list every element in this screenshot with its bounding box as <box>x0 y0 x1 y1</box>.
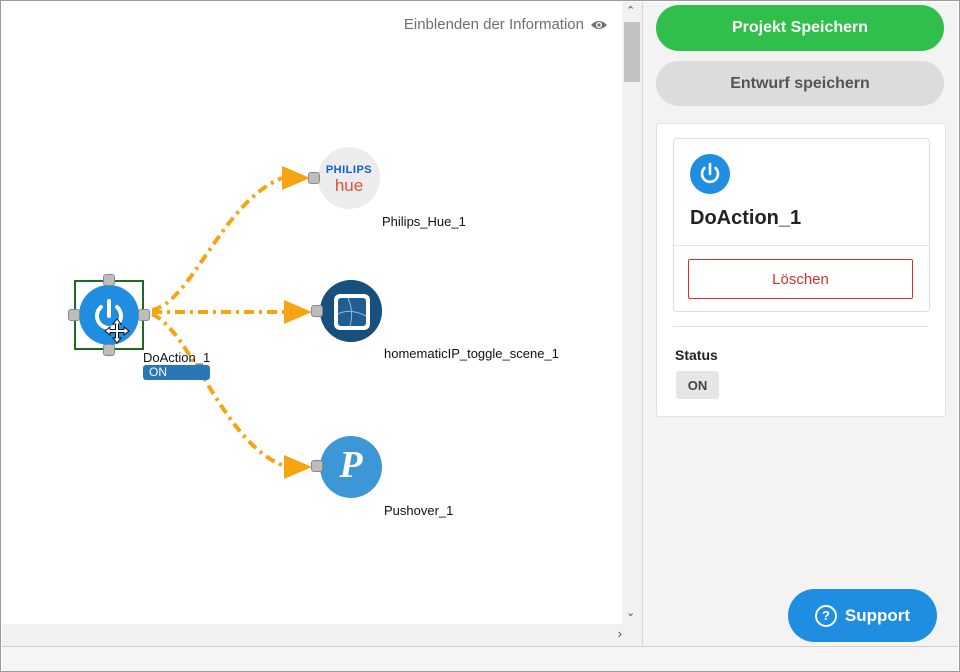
resize-handle-bottom[interactable] <box>103 344 115 356</box>
vertical-scrollbar[interactable]: ⌃ ⌄ <box>622 2 642 624</box>
move-cursor-icon <box>104 318 130 344</box>
save-project-button[interactable]: Projekt Speichern <box>656 5 944 51</box>
status-badge: ON <box>676 371 719 399</box>
philips-logo-text: PHILIPS <box>325 164 373 176</box>
selected-node-title: DoAction_1 <box>690 207 802 229</box>
node-properties-panel: DoAction_1 Löschen Status ON <box>656 123 946 417</box>
eye-icon <box>591 20 607 29</box>
homematic-input-port[interactable] <box>311 305 323 317</box>
scroll-up-icon[interactable]: ⌃ <box>626 5 636 17</box>
resize-handle-left[interactable] <box>68 309 80 321</box>
pushover-input-port[interactable] <box>311 460 323 472</box>
support-button[interactable]: ? Support <box>788 589 937 642</box>
arrowhead-homematic <box>284 300 312 324</box>
doaction-on-badge: ON <box>143 365 210 380</box>
help-circle-icon: ? <box>814 604 837 627</box>
node-homematic[interactable] <box>320 280 382 342</box>
connector-to-pushover <box>151 312 285 468</box>
homematic-icon <box>320 280 382 342</box>
arrowhead-pushover <box>284 455 312 479</box>
scroll-right-icon[interactable]: › <box>617 626 622 641</box>
support-label: Support <box>844 605 911 625</box>
doaction-node-circle[interactable] <box>79 285 139 345</box>
node-philips-hue[interactable]: PHILIPS hue <box>318 147 380 209</box>
status-heading: Status <box>675 347 718 363</box>
resize-handle-top[interactable] <box>103 274 115 286</box>
panel-divider <box>642 2 643 646</box>
show-info-label: Einblenden der Information <box>403 16 584 33</box>
philips-hue-label: Philips_Hue_1 <box>382 214 466 229</box>
pushover-icon: P <box>339 444 363 486</box>
selected-node-power-icon <box>690 154 730 194</box>
node-doaction[interactable] <box>68 274 150 356</box>
connector-layer <box>151 166 312 479</box>
scroll-down-icon[interactable]: ⌄ <box>626 607 636 619</box>
scrollbar-thumb[interactable] <box>624 22 640 82</box>
node-pushover[interactable]: P <box>320 436 382 498</box>
arrowhead-hue <box>282 166 310 190</box>
flow-canvas[interactable]: Einblenden der Information <box>2 2 622 624</box>
pushover-label: Pushover_1 <box>384 503 454 518</box>
bottom-strip <box>2 646 958 671</box>
panel-divider-line <box>673 326 928 327</box>
save-draft-button[interactable]: Entwurf speichern <box>656 61 944 106</box>
hue-logo-text: hue <box>334 176 364 195</box>
connector-to-hue <box>151 176 283 312</box>
card-separator <box>674 245 929 246</box>
homematic-label: homematicIP_toggle_scene_1 <box>384 346 559 361</box>
hue-input-port[interactable] <box>308 172 320 184</box>
delete-button[interactable]: Löschen <box>688 259 913 299</box>
selected-node-card: DoAction_1 Löschen <box>673 138 930 312</box>
doaction-label: DoAction_1 <box>143 350 211 365</box>
horizontal-scrollbar[interactable]: › <box>2 624 642 646</box>
show-info-toggle[interactable]: Einblenden der Information <box>404 16 608 33</box>
resize-handle-right[interactable] <box>138 309 150 321</box>
